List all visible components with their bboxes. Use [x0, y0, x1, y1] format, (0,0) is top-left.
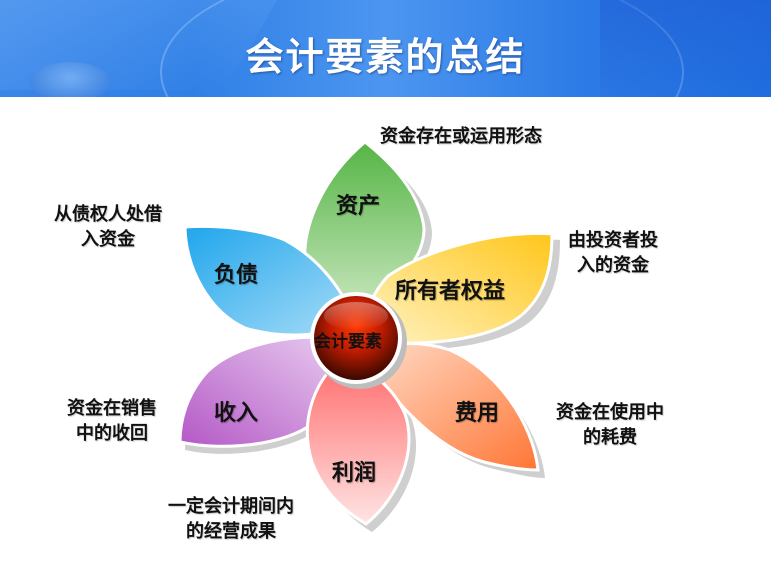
petal-label-liability: 负债: [214, 263, 259, 288]
description-line: 入的资金: [577, 255, 649, 276]
description-asset: 资金存在或运用形态: [380, 124, 542, 149]
center-label: 会计要素: [314, 332, 382, 352]
description-profit: 一定会计期间内 的经营成果: [168, 494, 294, 544]
page-title: 会计要素的总结: [245, 35, 526, 79]
petal-label-equity: 所有者权益: [395, 279, 506, 304]
petals: [178, 140, 554, 526]
description-line: 一定会计期间内: [168, 496, 294, 517]
center-orb: [310, 292, 407, 389]
petal-label-profit: 利润: [332, 461, 377, 486]
description-line: 的耗费: [583, 427, 637, 448]
petal-label-asset: 资产: [336, 194, 381, 219]
description-line: 资金存在或运用形态: [380, 126, 542, 147]
description-line: 资金在销售: [67, 398, 157, 419]
description-line: 从债权人处借: [54, 204, 162, 225]
description-revenue: 资金在销售 中的收回: [67, 396, 157, 446]
description-line: 的经营成果: [186, 521, 276, 542]
petal-label-revenue: 收入: [214, 401, 259, 426]
description-expense: 资金在使用中 的耗费: [556, 400, 664, 450]
petal-label-expense: 费用: [455, 401, 500, 426]
description-line: 入资金: [81, 229, 135, 250]
description-line: 资金在使用中: [556, 402, 664, 423]
description-equity: 由投资者投 入的资金: [568, 228, 658, 278]
description-line: 由投资者投: [568, 230, 658, 251]
description-liability: 从债权人处借 入资金: [54, 202, 162, 252]
header-decoration: [30, 62, 110, 97]
header-banner: 会计要素的总结: [0, 0, 771, 97]
description-line: 中的收回: [76, 423, 148, 444]
header-decoration: [600, 0, 771, 97]
